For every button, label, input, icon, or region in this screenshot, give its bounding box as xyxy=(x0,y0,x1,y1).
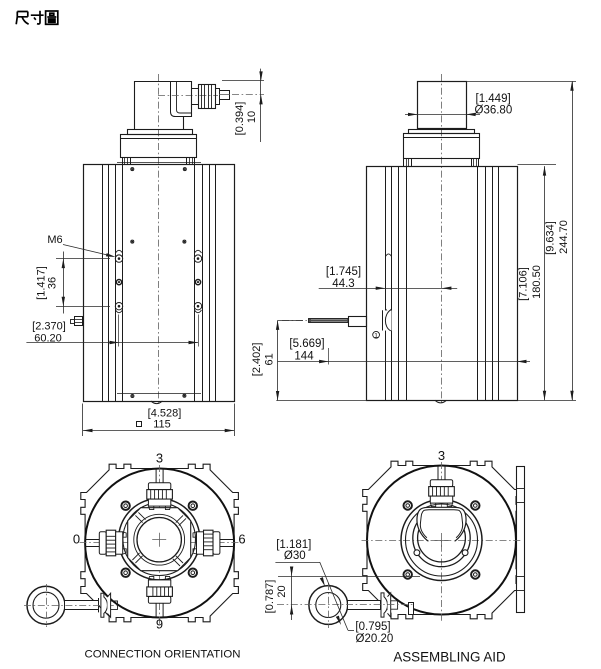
svg-text:1: 1 xyxy=(374,332,378,339)
svg-text:Ø30: Ø30 xyxy=(284,550,306,562)
svg-text:180.50: 180.50 xyxy=(531,265,543,299)
svg-text:[0.795]: [0.795] xyxy=(355,621,390,633)
svg-text:144: 144 xyxy=(294,351,314,363)
svg-text:60.20: 60.20 xyxy=(34,333,62,345)
svg-text:10: 10 xyxy=(246,111,258,123)
svg-text:244.70: 244.70 xyxy=(558,220,570,254)
svg-text:[5.669]: [5.669] xyxy=(289,338,324,350)
svg-text:[0.394]: [0.394] xyxy=(234,102,246,136)
svg-text:6: 6 xyxy=(238,532,245,547)
svg-text:[0.787]: [0.787] xyxy=(264,580,276,614)
svg-text:M6: M6 xyxy=(47,234,62,246)
svg-text:Ø20.20: Ø20.20 xyxy=(356,633,394,645)
svg-text:36: 36 xyxy=(47,277,59,289)
svg-text:61: 61 xyxy=(263,353,275,365)
svg-text:[2.370]: [2.370] xyxy=(32,321,66,333)
svg-text:20: 20 xyxy=(276,585,288,597)
svg-text:3: 3 xyxy=(438,448,445,463)
svg-text:44.3: 44.3 xyxy=(332,278,354,290)
svg-text:9: 9 xyxy=(156,617,163,632)
svg-text:[1.181]: [1.181] xyxy=(276,539,311,551)
svg-text:Ø36.80: Ø36.80 xyxy=(475,105,513,117)
svg-text:[1.745]: [1.745] xyxy=(326,266,361,278)
svg-text:3: 3 xyxy=(156,451,163,466)
svg-text:[9.634]: [9.634] xyxy=(545,221,557,255)
svg-text:[7.106]: [7.106] xyxy=(518,267,530,301)
svg-text:ASSEMBLING AID: ASSEMBLING AID xyxy=(393,650,506,665)
svg-text:[1.417]: [1.417] xyxy=(36,266,48,300)
svg-text:CONNECTION ORIENTATION: CONNECTION ORIENTATION xyxy=(85,649,241,661)
svg-text:0: 0 xyxy=(73,532,80,547)
svg-text:[2.402]: [2.402] xyxy=(251,343,263,377)
svg-text:115: 115 xyxy=(153,419,171,431)
svg-text:[1.449]: [1.449] xyxy=(476,93,511,105)
svg-text:[4.528]: [4.528] xyxy=(148,408,182,420)
